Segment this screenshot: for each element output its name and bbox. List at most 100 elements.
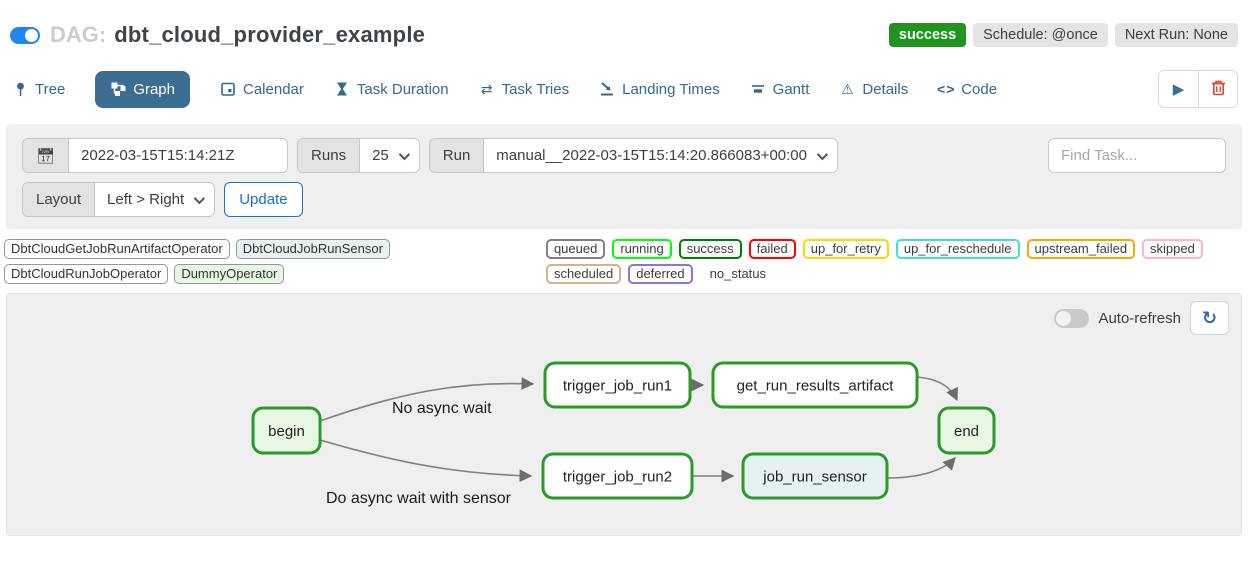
- filter-row-2: Layout Left > Right Update: [22, 182, 1226, 217]
- toggle-knob: [25, 28, 38, 42]
- tab-label: Task Duration: [356, 80, 449, 98]
- base-date-input[interactable]: [69, 139, 288, 172]
- status-legend: queued running success failed up_for_ret…: [545, 239, 1242, 284]
- task-node-rect[interactable]: [937, 406, 996, 455]
- delete-dag-button[interactable]: [1198, 71, 1237, 107]
- tab-details[interactable]: ⚠ Details: [839, 81, 908, 98]
- run-group: Run manual__2022-03-15T15:14:20.866083+0…: [428, 138, 838, 173]
- schedule-badge: Schedule: @once: [973, 23, 1108, 47]
- graph-icon: [110, 82, 126, 97]
- status-legend-item[interactable]: success: [678, 239, 742, 259]
- edge-artifact-end: [916, 376, 958, 402]
- operator-badge: DbtCloudGetJobRunArtifactOperator: [4, 239, 230, 259]
- runs-group: Runs 25: [297, 138, 420, 173]
- tab-code[interactable]: <> Code: [937, 80, 998, 98]
- operator-legend: DbtCloudGetJobRunArtifactOperator DbtClo…: [4, 239, 546, 284]
- toggle-knob: [1056, 310, 1072, 326]
- status-legend-item[interactable]: up_for_retry: [802, 239, 889, 259]
- tab-gantt[interactable]: Gantt: [750, 80, 810, 98]
- task-node-end[interactable]: end: [937, 406, 996, 455]
- find-task-input[interactable]: [1048, 138, 1226, 173]
- layout-label: Layout: [23, 183, 96, 216]
- tab-tree[interactable]: Tree: [12, 81, 65, 98]
- status-legend-item[interactable]: scheduled: [545, 264, 622, 284]
- refresh-button[interactable]: ↻: [1190, 301, 1229, 335]
- runs-select[interactable]: 25: [360, 139, 419, 172]
- tab-graph[interactable]: Graph: [95, 70, 190, 108]
- task-node-rect[interactable]: [541, 452, 694, 500]
- edge-sensor-end: [886, 457, 956, 479]
- task-node-rect[interactable]: [251, 406, 322, 455]
- operator-badge: DbtCloudRunJobOperator: [4, 264, 169, 284]
- task-node-label: trigger_job_run1: [563, 378, 672, 395]
- task-node-job-run-sensor[interactable]: job_run_sensor: [741, 452, 889, 500]
- layout-group: Layout Left > Right: [22, 182, 216, 217]
- legend-bar: DbtCloudGetJobRunArtifactOperator DbtClo…: [0, 229, 1248, 284]
- header-badges: success Schedule: @once Next Run: None: [888, 23, 1238, 47]
- layout-select[interactable]: Left > Right: [95, 183, 215, 216]
- play-icon: ▶: [1172, 81, 1185, 98]
- task-node-begin[interactable]: begin: [251, 406, 322, 455]
- dag-pause-toggle[interactable]: [10, 26, 40, 44]
- status-legend-item[interactable]: skipped: [1142, 239, 1203, 259]
- trash-icon: [1211, 80, 1226, 99]
- status-legend-item[interactable]: queued: [545, 239, 606, 259]
- landing-icon: [599, 82, 615, 97]
- task-node-rect[interactable]: [711, 361, 919, 409]
- tab-landing-times[interactable]: Landing Times: [599, 81, 720, 98]
- task-node-label: begin: [268, 423, 305, 440]
- tab-calendar[interactable]: Calendar: [220, 81, 304, 98]
- tree-icon: [12, 82, 28, 97]
- status-legend-item[interactable]: up_for_reschedule: [895, 239, 1020, 259]
- status-badge: success: [888, 23, 967, 47]
- edge-begin-trigger1: [319, 377, 535, 422]
- next-run-badge: Next Run: None: [1114, 23, 1238, 47]
- task-node-get-run-results-artifact[interactable]: get_run_results_artifact: [711, 361, 919, 409]
- operator-badge: DbtCloudJobRunSensor: [235, 239, 390, 259]
- task-node-label: end: [954, 423, 979, 440]
- trigger-dag-button[interactable]: ▶: [1159, 71, 1198, 107]
- code-icon: <>: [937, 81, 956, 97]
- status-legend-item[interactable]: running: [612, 239, 672, 259]
- tab-label: Graph: [133, 80, 175, 98]
- view-tabs: Tree Graph Calendar Task Duration ⇄ Task…: [12, 70, 998, 108]
- tab-label: Gantt: [772, 80, 810, 98]
- edge-begin-trigger2: [319, 439, 533, 483]
- tab-label: Calendar: [243, 80, 304, 98]
- repeat-icon: ⇄: [480, 81, 493, 97]
- tab-label: Details: [862, 80, 909, 98]
- dag-header: DAG: dbt_cloud_provider_example success …: [0, 0, 1248, 56]
- status-legend-item[interactable]: failed: [748, 239, 796, 259]
- edge-label-no-async: No async wait: [392, 400, 492, 417]
- run-value: manual__2022-03-15T15:14:20.866083+00:00: [496, 147, 807, 164]
- task-node-trigger-job-run2[interactable]: trigger_job_run2: [541, 452, 694, 500]
- status-legend-item[interactable]: deferred: [628, 264, 693, 284]
- update-button[interactable]: Update: [224, 182, 303, 217]
- tab-task-duration[interactable]: Task Duration: [334, 81, 449, 98]
- warning-triangle-icon: ⚠: [841, 81, 854, 97]
- tab-task-tries[interactable]: ⇄ Task Tries: [479, 81, 569, 98]
- calendar-icon: [220, 82, 236, 97]
- calendar-addon[interactable]: 📅︎: [23, 139, 70, 172]
- status-legend-item[interactable]: upstream_failed: [1026, 239, 1136, 259]
- runs-value: 25: [372, 147, 389, 164]
- dag-graph-panel: Auto-refresh ↻ No async wait Do async wa…: [6, 293, 1242, 536]
- task-node-rect[interactable]: [741, 452, 889, 500]
- hourglass-icon: [334, 82, 350, 97]
- status-legend-item-no-status[interactable]: no_status: [709, 266, 767, 281]
- task-node-rect[interactable]: [543, 361, 692, 409]
- runs-label: Runs: [298, 139, 361, 172]
- task-node-trigger-job-run1[interactable]: trigger_job_run1: [543, 361, 692, 409]
- chevron-down-icon: [816, 148, 829, 160]
- tab-label: Code: [961, 80, 998, 98]
- dag-action-buttons: ▶: [1158, 70, 1238, 108]
- task-node-label: get_run_results_artifact: [737, 378, 895, 395]
- filter-bar: 📅︎ Runs 25 Run manual__2022-03-15T15:14:…: [6, 124, 1242, 229]
- base-date-group: 📅︎: [22, 138, 289, 173]
- refresh-icon: ↻: [1201, 308, 1218, 328]
- run-select[interactable]: manual__2022-03-15T15:14:20.866083+00:00: [484, 139, 837, 172]
- calendar-picker-icon: 📅︎: [36, 147, 56, 165]
- tab-label: Landing Times: [622, 80, 720, 98]
- auto-refresh-toggle[interactable]: [1054, 308, 1090, 328]
- operator-badge: DummyOperator: [174, 264, 285, 284]
